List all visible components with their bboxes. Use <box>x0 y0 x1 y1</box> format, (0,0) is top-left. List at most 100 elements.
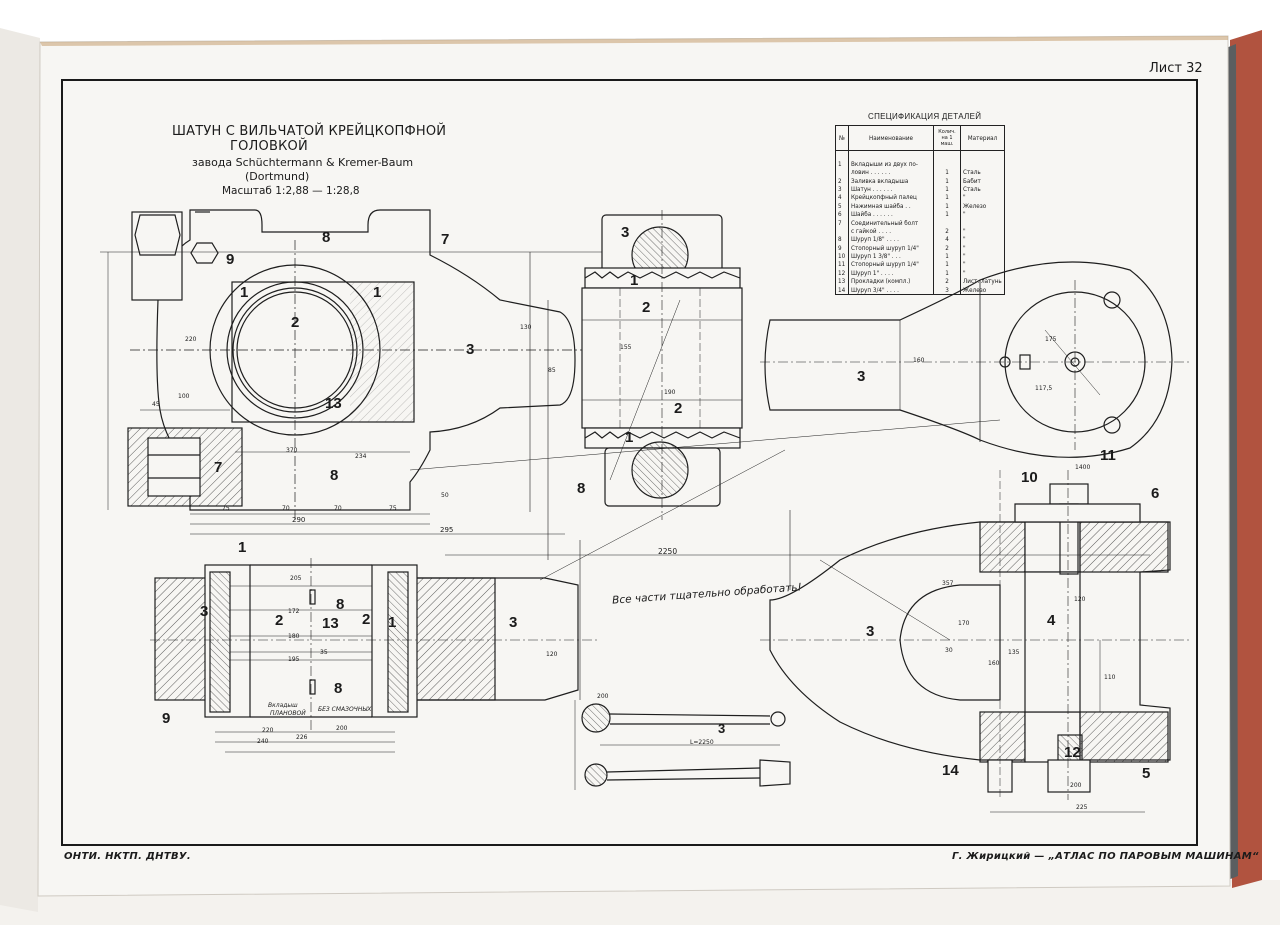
spec-cell-name: Шайба . . . . . . <box>848 209 934 219</box>
label-no-lubrication: БЕЗ СМАЗОЧНЫХ <box>318 706 372 713</box>
dim-172: 172 <box>288 608 300 615</box>
spec-cell-qty: 1 <box>933 251 961 261</box>
spec-cell-no: 4 <box>835 192 849 202</box>
drawing-scale: Масштаб 1:2,88 — 1:28,8 <box>222 185 360 197</box>
drawing-title-line1: ШАТУН С ВИЛЬЧАТОЙ КРЕЙЦКОПФНОЙ <box>172 124 447 139</box>
callout-part-8: 8 <box>577 480 586 497</box>
spec-cell-material: " <box>960 243 1005 252</box>
callout-part-1: 1 <box>630 272 639 289</box>
callout-part-1: 1 <box>373 284 382 301</box>
spec-cell-no: 11 <box>835 260 849 269</box>
spec-cell-material: Сталь <box>960 167 1005 177</box>
spec-cell-qty <box>933 159 961 168</box>
spec-cell-qty: 1 <box>933 201 961 210</box>
spec-cell-material: " <box>960 226 1005 235</box>
spec-cell-name: Шуруп 1/8" . . . . <box>848 234 934 244</box>
spec-cell-no: 10 <box>835 251 849 261</box>
spec-cell-no <box>835 226 849 235</box>
spec-cell-name: Заливка вкладыша <box>848 176 934 185</box>
spec-header-no: № <box>835 125 849 151</box>
dim-30: 30 <box>945 647 953 654</box>
callout-part-2: 2 <box>275 612 284 629</box>
spec-cell-qty: 3 <box>933 285 961 295</box>
callout-part-8: 8 <box>330 467 339 484</box>
spec-header-qty: Колич. на 1 маш. <box>933 125 961 151</box>
callout-part-3: 3 <box>200 603 209 620</box>
spec-cell-qty: 2 <box>933 276 961 286</box>
dim-135: 135 <box>1008 649 1020 656</box>
dim-180: 180 <box>288 633 300 640</box>
spec-cell-name: Соединительный болт <box>848 218 934 227</box>
callout-part-4: 4 <box>1047 612 1056 629</box>
spec-cell-no <box>835 150 849 160</box>
spec-cell-material <box>960 159 1005 168</box>
spec-cell-no: 12 <box>835 268 849 277</box>
spec-table: № Наименование Колич. на 1 маш. Материал… <box>835 125 1005 295</box>
callout-part-1: 1 <box>388 614 397 631</box>
dim-200: 200 <box>1070 782 1082 789</box>
callout-part-1: 1 <box>240 284 249 301</box>
spec-cell-qty: 2 <box>933 243 961 252</box>
spec-cell-no: 3 <box>835 184 849 193</box>
spec-cell-name: Прокладки (компл.) <box>848 276 934 286</box>
spec-cell-material: Сталь <box>960 184 1005 193</box>
spec-cell-no: 6 <box>835 209 849 219</box>
callout-part-13: 13 <box>325 395 342 412</box>
callout-part-3: 3 <box>466 341 475 358</box>
spec-cell-no <box>835 167 849 177</box>
spec-cell-qty: 1 <box>933 192 961 202</box>
callout-part-3: 3 <box>621 224 630 241</box>
spec-cell-name: Шатун . . . . . . <box>848 184 934 193</box>
footer-publisher: ОНТИ. НКТП. ДНТВУ. <box>64 851 191 862</box>
dim-120: 120 <box>546 651 558 658</box>
spec-cell-qty: 4 <box>933 234 961 244</box>
callout-part-9: 9 <box>226 251 235 268</box>
spec-cell-material: Лист. латунь <box>960 276 1005 286</box>
spec-cell-qty <box>933 150 961 160</box>
drawing-subtitle: завода Schüchtermann & Kremer-Baum <box>192 156 414 169</box>
left-page-curl <box>0 28 40 912</box>
spec-cell-name: Нажимная шайба . . <box>848 201 934 210</box>
spec-cell-name <box>848 150 934 160</box>
spec-cell-no: 5 <box>835 201 849 210</box>
label-bearing: Вкладыш <box>268 702 298 709</box>
spec-cell-material: " <box>960 260 1005 269</box>
callout-part-2: 2 <box>642 299 651 316</box>
spec-cell-qty: 1 <box>933 260 961 269</box>
dim-155: 155 <box>620 344 632 351</box>
spec-cell-material: " <box>960 209 1005 219</box>
callout-part-2: 2 <box>362 611 371 628</box>
callout-part-8: 8 <box>334 680 343 697</box>
spec-cell-no: 14 <box>835 285 849 295</box>
spec-cell-no: 13 <box>835 276 849 286</box>
dim-205: 205 <box>290 575 302 582</box>
spec-cell-no: 8 <box>835 234 849 244</box>
dim-160: 160 <box>988 660 1000 667</box>
dim-220: 220 <box>262 727 274 734</box>
sheet-label: Лист 32 <box>1149 61 1203 76</box>
callout-part-14: 14 <box>942 762 959 779</box>
callout-part-12: 12 <box>1064 744 1081 761</box>
dim-200: 200 <box>597 693 609 700</box>
dim-195: 195 <box>288 656 300 663</box>
spec-cell-material: " <box>960 234 1005 244</box>
callout-part-1: 1 <box>625 429 634 446</box>
callout-part-6: 6 <box>1151 485 1160 502</box>
spec-cell-qty: 1 <box>933 209 961 219</box>
spec-cell-material: " <box>960 268 1005 277</box>
dim-75: 75 <box>222 505 230 512</box>
spec-cell-qty <box>933 218 961 227</box>
dim-130: 130 <box>520 324 532 331</box>
dim-45: 45 <box>152 401 160 408</box>
